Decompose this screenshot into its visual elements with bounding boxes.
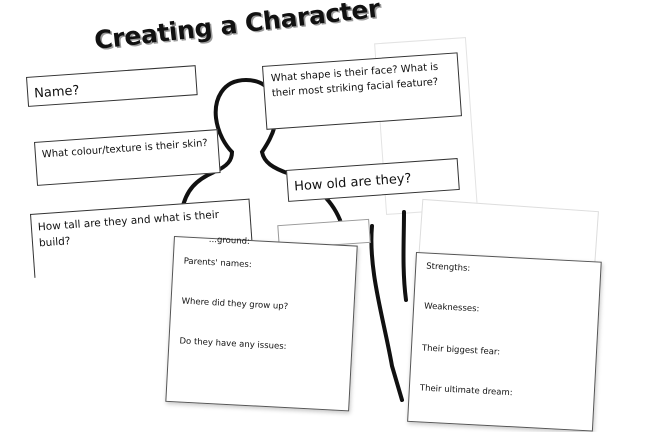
weaknesses-label: Weaknesses: (423, 301, 480, 315)
grow-up-label: Where did they grow up? (181, 296, 289, 313)
background-card-cut-heading: ...ground: (208, 234, 251, 247)
face-prompt-label: What shape is their face? What is their … (270, 61, 439, 100)
background-card: ...ground: Parents' names: Where did the… (165, 234, 358, 412)
parents-names-label: Parents' names: (183, 256, 252, 271)
biggest-fear-label: Their biggest fear: (421, 343, 501, 358)
face-prompt-box[interactable]: What shape is their face? What is their … (262, 52, 462, 130)
traits-card: Strengths: Weaknesses: Their biggest fea… (407, 252, 602, 432)
ultimate-dream-label: Their ultimate dream: (419, 383, 513, 399)
strengths-label: Strengths: (425, 261, 471, 274)
issues-label: Do they have any issues: (179, 336, 287, 353)
skin-prompt-label: What colour/texture is their skin? (41, 137, 209, 161)
